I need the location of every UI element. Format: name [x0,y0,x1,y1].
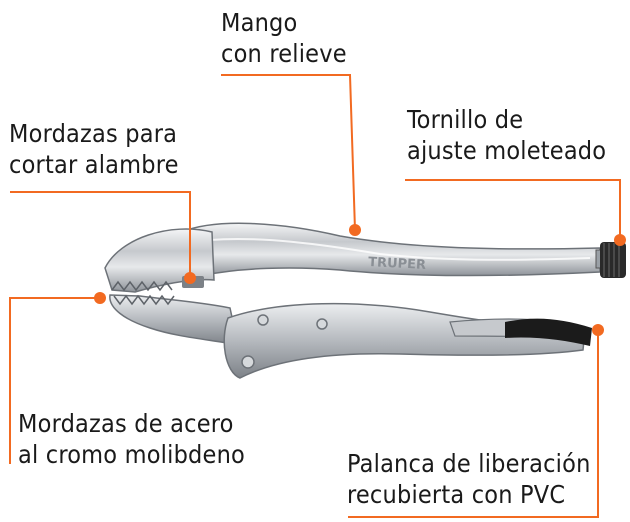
leader-dot-handle [349,224,361,236]
leader-release-lever [348,330,599,518]
release-lever-pvc-grip [505,318,592,346]
callout-handle: Mango con relieve [221,7,347,69]
leader-wire-cutter [10,191,191,278]
leader-dot-adjust-screw [614,234,626,246]
lower-jaw [109,294,239,346]
leader-lines [9,74,621,518]
callout-handle-line1: Mango [221,8,298,37]
callout-jaws: Mordazas de acero al cromo molibdeno [18,408,245,470]
lower-handle [223,302,586,379]
leader-dot-wire-cutter [184,272,196,284]
callout-wire-cutter: Mordazas para cortar alambre [9,118,179,180]
callout-jaws-line1: Mordazas de acero [18,409,234,438]
leader-jaws [9,297,100,464]
pivot-rivet-2 [316,318,328,330]
callout-adjust-screw-line1: Tornillo de [407,105,524,134]
upper-handle-ridge [209,237,591,261]
leader-dot-release-lever [592,324,604,336]
callout-adjust-screw: Tornillo de ajuste moleteado [407,104,606,166]
callout-adjust-screw-line2: ajuste moleteado [407,136,607,165]
callout-wire-cutter-line1: Mordazas para [9,119,178,148]
leader-dot-jaws [94,292,106,304]
pivot-rivet-3 [257,314,269,326]
callout-handle-line2: con relieve [221,39,347,68]
callout-jaws-line2: al cromo molibdeno [18,440,245,469]
callout-release-lever-line2: recubierta con PVC [347,480,566,509]
leader-handle [221,74,356,231]
callout-wire-cutter-line2: cortar alambre [9,150,179,179]
leader-dots [94,224,626,336]
brand-mark: TRUPER [368,255,427,273]
leader-adjust-screw [405,179,621,242]
pivot-rivet [241,355,255,369]
jaw-teeth [111,280,175,306]
callout-release-lever: Palanca de liberación recubierta con PVC [347,448,591,510]
callout-release-lever-line1: Palanca de liberación [347,449,591,478]
